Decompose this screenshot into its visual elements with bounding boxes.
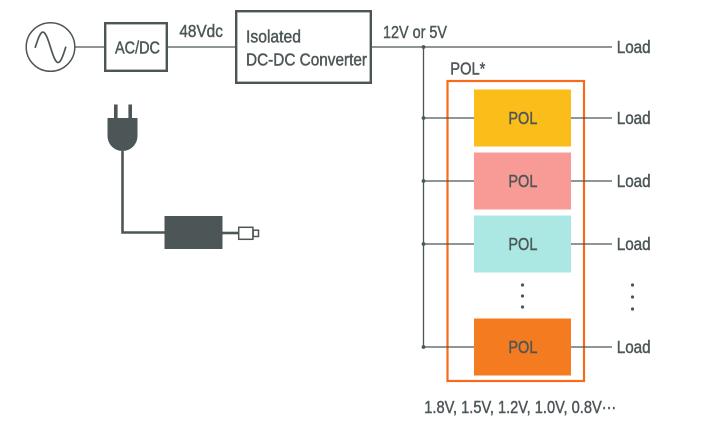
svg-text:Load: Load — [617, 234, 651, 254]
svg-text:12V or 5V: 12V or 5V — [383, 22, 447, 42]
svg-text:Load: Load — [617, 37, 651, 57]
svg-text:POL*: POL* — [450, 58, 485, 78]
svg-text:Load: Load — [617, 171, 651, 191]
svg-text:POL: POL — [508, 171, 537, 191]
svg-text:Load: Load — [617, 337, 651, 357]
svg-text:DC-DC Converter: DC-DC Converter — [246, 49, 367, 69]
svg-text:AC/DC: AC/DC — [115, 38, 160, 58]
svg-text:Isolated: Isolated — [246, 27, 301, 47]
svg-text:POL: POL — [508, 108, 537, 128]
svg-text:POL: POL — [508, 234, 537, 254]
svg-text:48Vdc: 48Vdc — [179, 21, 223, 41]
svg-text:1.8V, 1.5V, 1.2V, 1.0V, 0.8V··: 1.8V, 1.5V, 1.2V, 1.0V, 0.8V··· — [424, 397, 616, 417]
svg-text:Load: Load — [617, 108, 651, 128]
svg-text:POL: POL — [508, 337, 537, 357]
